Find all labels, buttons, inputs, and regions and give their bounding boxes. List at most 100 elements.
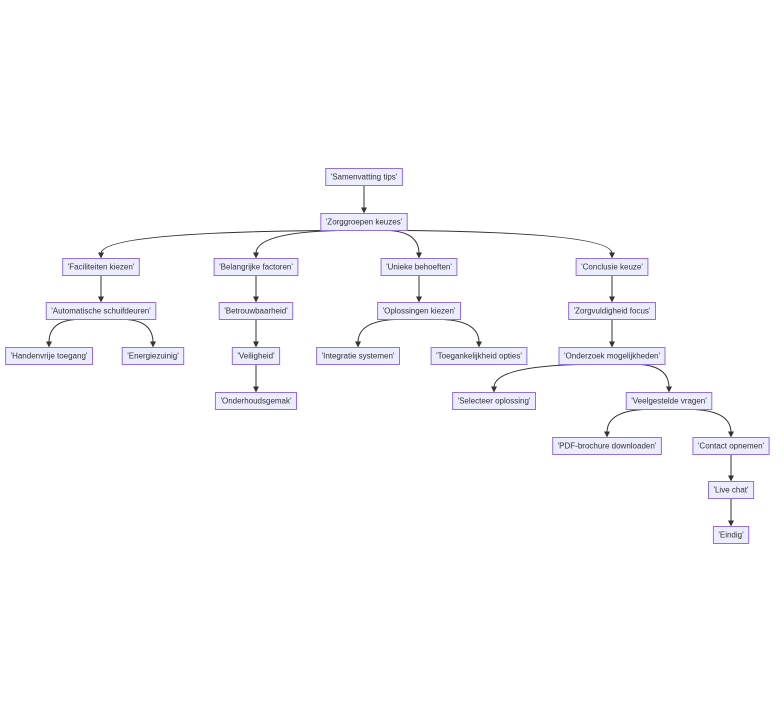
node-box xyxy=(5,347,94,365)
node-label: 'Automatische schuifdeuren' xyxy=(51,307,151,316)
arrowhead xyxy=(253,386,259,393)
edge-connector xyxy=(255,230,339,254)
arrowhead xyxy=(416,252,422,259)
node-box xyxy=(45,302,157,320)
arrowhead xyxy=(361,207,367,214)
node-label: 'Integratie systemen' xyxy=(322,352,395,361)
node-label: 'Oplossingen kiezen' xyxy=(383,307,456,316)
node-box xyxy=(712,526,750,544)
diagram-node: 'Integratie systemen' xyxy=(316,347,401,365)
diagram-node: 'Betrouwbaarheid' xyxy=(218,302,294,320)
diagram-node: 'Samenvatting tips' xyxy=(325,168,403,186)
node-label: 'Zorgvuldigheid focus' xyxy=(574,307,651,316)
node-layer: 'Samenvatting tips' 'Zorggroepen keuzes' '… xyxy=(5,168,770,544)
arrowhead xyxy=(416,296,422,303)
node-box xyxy=(558,347,666,365)
diagram-node: 'Conclusie keuze' xyxy=(575,258,649,276)
node-box xyxy=(708,481,755,499)
node-box xyxy=(231,347,281,365)
edge-connector xyxy=(493,364,581,388)
arrowhead xyxy=(666,386,672,393)
arrowhead xyxy=(98,296,104,303)
node-box xyxy=(377,302,462,320)
edge-connector xyxy=(100,230,325,254)
diagram-node: 'Contact opnemen' xyxy=(692,437,770,455)
arrowhead xyxy=(728,520,734,527)
arrowhead xyxy=(150,341,156,348)
diagram-node: 'Zorggroepen keuzes' xyxy=(320,213,408,231)
node-label: 'Toegankelijkheid opties' xyxy=(436,352,522,361)
node-box xyxy=(320,213,408,231)
node-box xyxy=(452,392,537,410)
edge-connector xyxy=(389,230,420,254)
node-label: 'Live chat' xyxy=(713,486,749,495)
node-label: 'PDF-brochure downloaden' xyxy=(558,442,657,451)
node-label: 'Onderhoudsgemak' xyxy=(220,397,292,406)
arrowhead xyxy=(728,475,734,482)
node-label: 'Onderzoek mogelijkheden' xyxy=(564,352,660,361)
node-label: 'Belangrijke factoren' xyxy=(219,263,293,272)
diagram-node: 'Handenvrije toegang' xyxy=(5,347,94,365)
diagram-node: 'Onderhoudsgemak' xyxy=(214,392,297,410)
diagram-node: 'Oplossingen kiezen' xyxy=(377,302,462,320)
diagram-node: 'Selecteer oplossing' xyxy=(452,392,537,410)
node-label: 'Conclusie keuze' xyxy=(581,263,643,272)
arrowhead xyxy=(253,252,259,259)
node-box xyxy=(213,258,299,276)
arrowhead xyxy=(46,341,52,348)
diagram-node: 'PDF-brochure downloaden' xyxy=(552,437,662,455)
arrowhead xyxy=(253,296,259,303)
arrowhead xyxy=(609,296,615,303)
node-box xyxy=(380,258,458,276)
arrowhead xyxy=(355,341,361,348)
node-label: 'Betrouwbaarheid' xyxy=(224,307,288,316)
edge-connector xyxy=(606,409,644,433)
edge-connector xyxy=(640,364,670,388)
edge-connector xyxy=(48,319,76,343)
arrowhead xyxy=(98,252,104,259)
node-label: 'Eindig' xyxy=(718,531,744,540)
node-box xyxy=(316,347,401,365)
node-label: 'Veiligheid' xyxy=(237,352,275,361)
node-label: 'Zorggroepen keuzes' xyxy=(326,218,403,227)
node-box xyxy=(568,302,656,320)
arrowhead xyxy=(609,341,615,348)
edge-connector xyxy=(126,319,154,343)
diagram-node: 'Belangrijke factoren' xyxy=(213,258,299,276)
node-label: 'Veelgestelde vragen' xyxy=(631,397,707,406)
diagram-node: 'Veiligheid' xyxy=(231,347,281,365)
node-box xyxy=(62,258,140,276)
node-box xyxy=(575,258,649,276)
arrowhead xyxy=(476,341,482,348)
arrowhead xyxy=(253,341,259,348)
edge-connector xyxy=(403,230,613,254)
diagram-node: 'Zorgvuldigheid focus' xyxy=(568,302,656,320)
edge-connector xyxy=(694,409,732,433)
diagram-node: 'Veelgestelde vragen' xyxy=(625,392,713,410)
node-box xyxy=(625,392,713,410)
arrowhead xyxy=(609,252,615,259)
diagram-node: 'Toegankelijkheid opties' xyxy=(430,347,528,365)
node-label: 'Contact opnemen' xyxy=(698,442,765,451)
diagram-node: 'Automatische schuifdeuren' xyxy=(45,302,157,320)
diagram-node: 'Faciliteiten kiezen' xyxy=(62,258,140,276)
node-label: 'Selecteer oplossing' xyxy=(458,397,531,406)
node-box xyxy=(325,168,403,186)
edge-connector xyxy=(357,319,395,343)
edge-layer xyxy=(46,185,734,527)
diagram-node: 'Energiezuinig' xyxy=(121,347,185,365)
arrowhead xyxy=(604,431,610,438)
node-box xyxy=(692,437,770,455)
arrowhead xyxy=(491,386,497,393)
diagram-node: 'Unieke behoeften' xyxy=(380,258,458,276)
node-label: 'Faciliteiten kiezen' xyxy=(68,263,135,272)
node-box xyxy=(121,347,185,365)
node-label: 'Unieke behoeften' xyxy=(386,263,452,272)
diagram-node: 'Onderzoek mogelijkheden' xyxy=(558,347,666,365)
diagram-node: 'Eindig' xyxy=(712,526,750,544)
node-box xyxy=(552,437,662,455)
edge-connector xyxy=(443,319,480,343)
arrowhead xyxy=(728,431,734,438)
node-box xyxy=(214,392,297,410)
